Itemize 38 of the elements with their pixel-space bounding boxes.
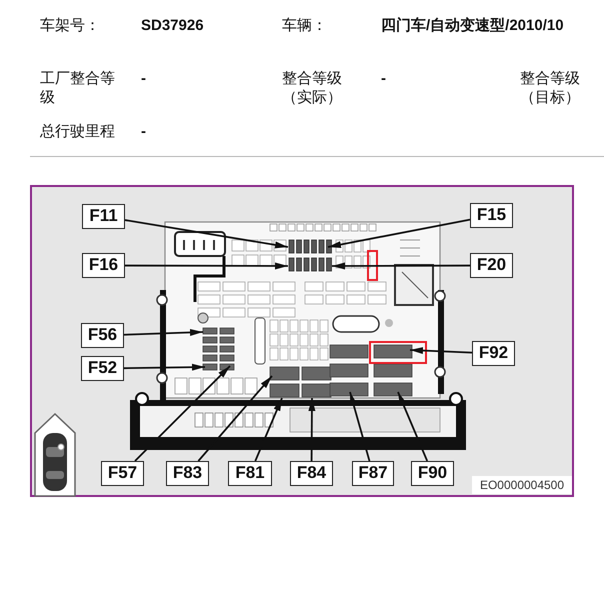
callout-label: F56 — [81, 323, 124, 348]
leader-arrow — [308, 398, 316, 461]
leader-arrow — [124, 219, 288, 248]
callout-label: F84 — [290, 461, 333, 486]
callout-label: F52 — [81, 356, 124, 381]
leader-arrow — [328, 218, 470, 248]
leader-arrow — [410, 347, 472, 354]
callout-label: F81 — [228, 461, 272, 486]
leader-arrow — [349, 392, 370, 462]
callout-label: F57 — [101, 461, 144, 486]
callout-label: F16 — [82, 253, 125, 278]
field-label: 工厂整合等级 — [40, 69, 116, 107]
leader-arrow — [125, 262, 288, 270]
leader-arrow — [254, 398, 283, 462]
leader-arrow — [198, 375, 273, 462]
callout-label: F15 — [470, 203, 513, 228]
callout-label: F92 — [472, 341, 515, 366]
leader-arrow — [124, 364, 206, 371]
callout-label: F83 — [166, 461, 209, 486]
leader-arrow — [397, 392, 428, 462]
field-label: 车架号： — [40, 16, 100, 35]
callout-label: F11 — [82, 204, 125, 229]
leader-arrow — [124, 328, 204, 336]
leader-arrow — [332, 262, 470, 270]
figure-code: EO0000004500 — [472, 476, 572, 494]
field-value: - — [141, 69, 146, 88]
field-label: 总行驶里程 — [40, 122, 115, 141]
field-value: 四门车/自动变速型/2010/10 — [381, 16, 564, 35]
field-label: 整合等级（目标） — [520, 69, 581, 107]
field-value: - — [381, 69, 386, 88]
callout-label: F20 — [470, 253, 513, 278]
callout-label: F90 — [411, 461, 454, 486]
field-value: SD37926 — [141, 16, 204, 35]
field-value: - — [141, 122, 146, 141]
field-label: 车辆： — [282, 16, 327, 35]
field-label: 整合等级（实际） — [282, 69, 343, 107]
leader-arrow — [134, 365, 231, 462]
callout-label: F87 — [352, 461, 394, 486]
